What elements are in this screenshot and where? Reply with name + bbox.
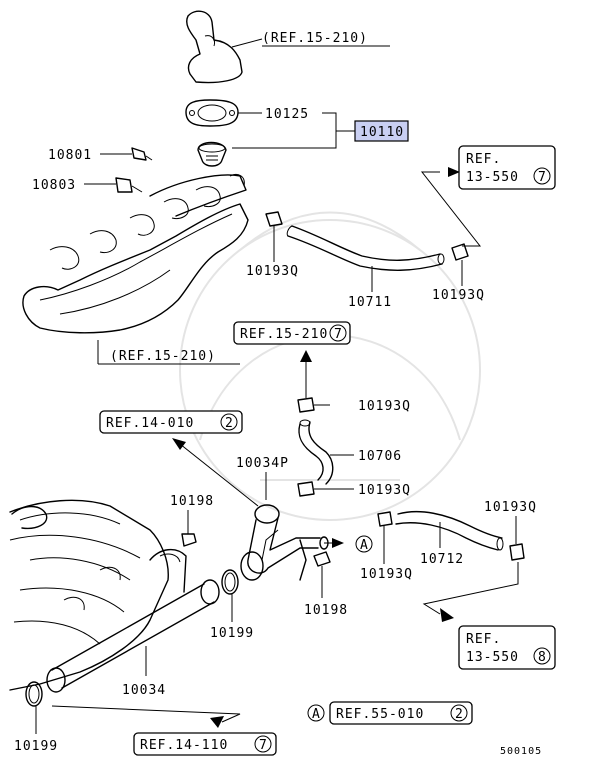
svg-text:8: 8 (538, 650, 547, 665)
watermark-emblem (179, 211, 481, 521)
part-10803-label[interactable]: 10803 (32, 178, 76, 193)
marker-a-arrow (332, 538, 344, 548)
o-ring-10199-lower[interactable] (25, 681, 43, 707)
part-10712-label[interactable]: 10712 (420, 552, 464, 567)
ref-14-110-box[interactable]: REF.14-110 7 (133, 732, 277, 756)
svg-text:REF.14-110: REF.14-110 (140, 738, 228, 753)
svg-text:2: 2 (225, 416, 234, 431)
hose-10706[interactable] (298, 419, 334, 485)
part-10198-upper-label[interactable]: 10198 (170, 494, 214, 509)
ref-15-210-arrow (300, 350, 312, 362)
ref-manifold-label[interactable]: (REF.15-210) (110, 349, 216, 364)
svg-text:REF.: REF. (466, 632, 501, 647)
hose-10711[interactable] (286, 225, 445, 271)
ref-14-110-leader (51, 705, 241, 723)
part-10706-label[interactable]: 10706 (358, 449, 402, 464)
diagram-id: 500105 (500, 746, 542, 757)
bolt-10198-lower[interactable] (313, 551, 331, 567)
part-10034p-label[interactable]: 10034P (236, 456, 289, 471)
water-pipe-10034[interactable] (46, 549, 220, 693)
pipe-fitting-10034p[interactable] (240, 504, 329, 581)
hose-10712[interactable] (395, 511, 504, 551)
svg-text:REF.: REF. (466, 152, 501, 167)
intake-manifold[interactable] (22, 173, 249, 334)
clamp-f-label[interactable]: 10193Q (484, 500, 537, 515)
clamp-10193q-c[interactable] (297, 397, 315, 413)
ref-14-010-leader (179, 443, 259, 507)
ref-14-010-box[interactable]: REF.14-010 2 (99, 410, 243, 434)
ref-13-550-top-box[interactable]: REF. 13-550 7 (458, 145, 556, 190)
clamp-10193q-b[interactable] (451, 243, 469, 261)
svg-text:7: 7 (334, 327, 343, 342)
clamp-b-label[interactable]: 10193Q (432, 288, 485, 303)
clamp-10193q-d[interactable] (297, 481, 315, 497)
clamp-10193q-e[interactable] (377, 511, 393, 527)
ref-13-550-top-leader (420, 171, 482, 247)
part-10110-label[interactable]: 10110 (360, 125, 404, 140)
part-10199-upper-label[interactable]: 10199 (210, 626, 254, 641)
bolt-10198-upper[interactable] (181, 533, 197, 547)
clamp-d-label[interactable]: 10193Q (358, 483, 411, 498)
marker-a-bottom[interactable]: A (307, 704, 325, 722)
ref-55-010-box[interactable]: REF.55-010 2 (329, 701, 473, 725)
ref-13-550-top-arrow (448, 167, 460, 177)
ref-14-110-arrow (210, 716, 224, 728)
svg-text:REF.15-210: REF.15-210 (240, 327, 328, 342)
thermostat[interactable] (197, 141, 227, 167)
thermostat-housing[interactable] (186, 10, 243, 84)
sensor-10803[interactable] (115, 177, 143, 193)
engine-block[interactable] (9, 499, 169, 691)
clamp-a-label[interactable]: 10193Q (246, 264, 299, 279)
marker-a[interactable]: A (355, 535, 373, 553)
part-10199-lower-label[interactable]: 10199 (14, 739, 58, 754)
sensor-10801[interactable] (131, 147, 153, 161)
part-10198-lower-label[interactable]: 10198 (304, 603, 348, 618)
ref-15-210-box[interactable]: REF.15-210 7 (233, 321, 351, 345)
svg-text:13-550: 13-550 (466, 650, 519, 665)
part-10110-highlight (354, 120, 409, 142)
part-10034-label[interactable]: 10034 (122, 683, 166, 698)
ref-housing-label[interactable]: (REF.15-210) (262, 31, 368, 46)
svg-text:A: A (312, 707, 321, 722)
o-ring-10199-upper[interactable] (221, 569, 239, 595)
svg-text:REF.14-010: REF.14-010 (106, 416, 194, 431)
svg-text:2: 2 (455, 707, 464, 722)
part-10711-label[interactable]: 10711 (348, 295, 392, 310)
svg-text:7: 7 (538, 170, 547, 185)
svg-text:REF.55-010: REF.55-010 (336, 707, 424, 722)
part-10125-label[interactable]: 10125 (265, 107, 309, 122)
clamp-10193q-f[interactable] (509, 543, 525, 561)
ref-13-550-bottom-arrow (440, 608, 454, 622)
ref-13-550-bottom-leader (422, 562, 519, 615)
clamp-c-label[interactable]: 10193Q (358, 399, 411, 414)
ref-14-010-arrow (172, 438, 186, 450)
svg-text:7: 7 (259, 738, 268, 753)
thermostat-gasket[interactable] (185, 99, 239, 127)
svg-text:A: A (360, 538, 369, 553)
part-10801-label[interactable]: 10801 (48, 148, 92, 163)
leader-housing (231, 38, 263, 48)
clamp-10193q-a[interactable] (265, 211, 283, 227)
svg-text:13-550: 13-550 (466, 170, 519, 185)
ref-13-550-bottom-box[interactable]: REF. 13-550 8 (458, 625, 556, 670)
clamp-e-label[interactable]: 10193Q (360, 567, 413, 582)
